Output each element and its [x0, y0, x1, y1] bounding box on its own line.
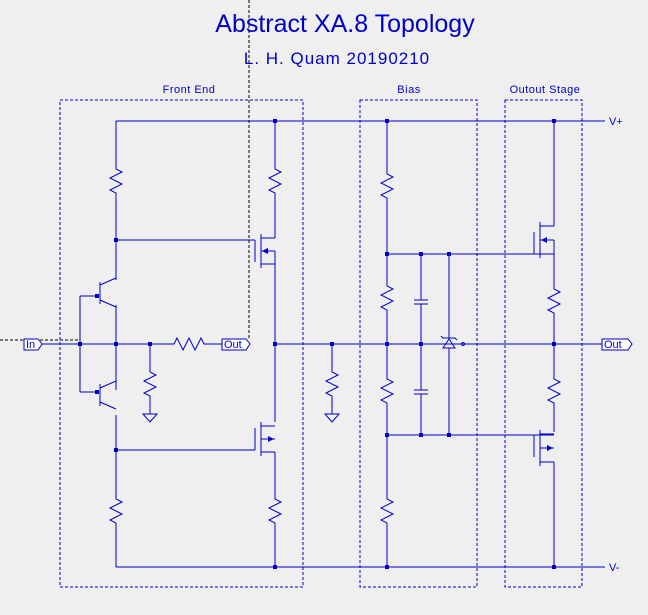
- diagram-title: Abstract XA.8 Topology: [215, 10, 475, 38]
- negative-rail: V-: [116, 562, 620, 574]
- input-transistor-lower: [80, 380, 117, 410]
- front-end-out-label: Out: [224, 339, 242, 351]
- junction-dots: [78, 119, 556, 569]
- front-end-right-branch: [254, 121, 283, 567]
- zener-diode-icon: [440, 335, 458, 341]
- resistor-r2: [108, 495, 124, 527]
- resistor-r4: [267, 495, 283, 527]
- resistor-o2: [546, 375, 562, 407]
- bias-network: [379, 121, 554, 567]
- output-stage-label: Outout Stage: [510, 84, 581, 96]
- resistor-r1: [108, 165, 124, 197]
- amp-out-label: Out: [604, 339, 622, 351]
- feedback-resistor: [170, 336, 222, 352]
- bias-label: Bias: [397, 84, 420, 96]
- amp-out-port[interactable]: Out: [601, 338, 633, 351]
- shunt-resistor-ground: [141, 344, 159, 423]
- negative-rail-label: V-: [609, 562, 620, 574]
- ground-icon: [141, 413, 159, 423]
- resistor-o1: [546, 285, 562, 317]
- diagram-subtitle: L. H. Quam 20190210: [244, 49, 430, 68]
- positive-rail: V+: [116, 116, 623, 128]
- load-resistor-ground: [323, 344, 341, 423]
- positive-rail-label: V+: [609, 116, 623, 128]
- input-port-label: In: [26, 339, 35, 351]
- front-end-label: Front End: [163, 84, 216, 96]
- output-stage-network: [533, 121, 602, 567]
- input-port[interactable]: In: [23, 338, 43, 351]
- ground-icon: [323, 413, 341, 423]
- input-transistor-upper: [80, 277, 117, 308]
- resistor-b2: [379, 282, 395, 314]
- resistor-r3: [267, 165, 283, 197]
- resistor-b4: [379, 495, 395, 527]
- resistor-b3: [379, 375, 395, 407]
- front-end-out-port[interactable]: Out: [221, 338, 251, 351]
- cursor-crosshair: [0, 0, 250, 341]
- resistor-b1: [379, 170, 395, 202]
